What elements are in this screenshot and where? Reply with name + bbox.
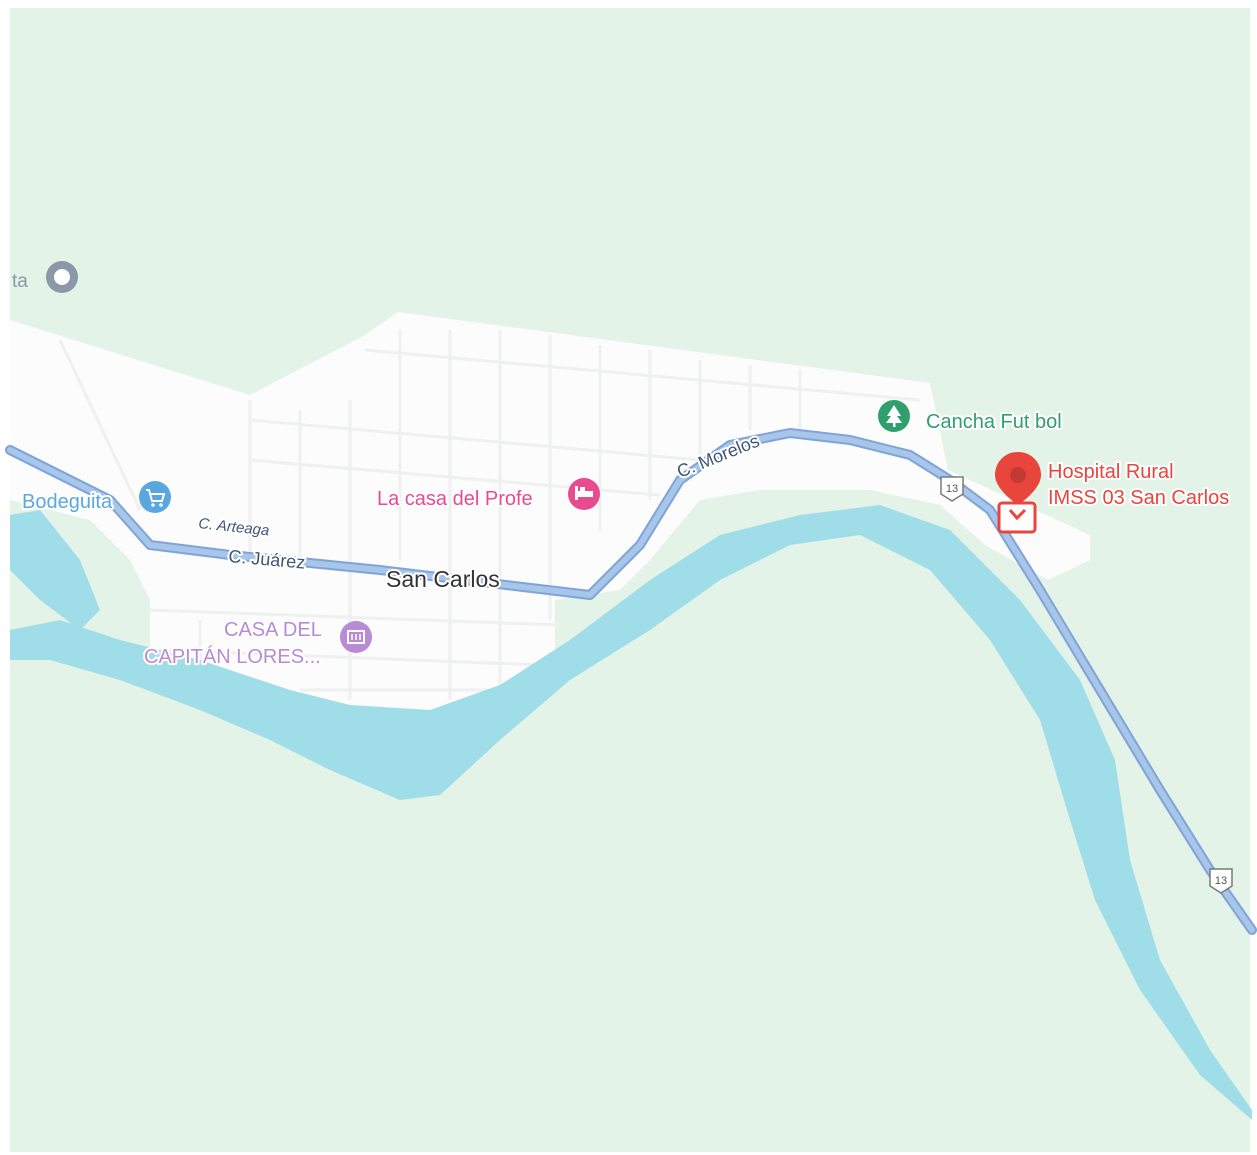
shield-icon: [940, 476, 964, 502]
location-pin-icon: [995, 452, 1041, 505]
route-shield: 13: [1209, 868, 1233, 894]
bodeguita-label: Bodeguita: [22, 491, 113, 513]
hospital-icon: [997, 501, 1037, 534]
casa-del-capitan-label-line1: CASA DEL: [224, 619, 322, 641]
hospital-label-line2: IMSS 03 San Carlos: [1048, 487, 1229, 509]
side-channel: [10, 510, 100, 630]
shield-icon: [1209, 868, 1233, 894]
tree-icon: [878, 400, 910, 432]
casa-del-capitan-label-line2: CAPITÁN LORES...: [144, 645, 321, 668]
poi-la-casa-del-profe[interactable]: La casa del Profe: [375, 478, 600, 512]
museum-icon: [340, 621, 372, 653]
poi-partial-place[interactable]: ta: [12, 261, 78, 293]
street-grid: [58, 330, 921, 700]
highway-13: [5, 428, 1257, 935]
river: [10, 505, 1252, 1120]
town-label[interactable]: San Carlos: [384, 564, 502, 594]
route-shield: 13: [940, 476, 964, 502]
la-casa-del-profe-label: La casa del Profe: [377, 488, 533, 510]
hospital-label-line1: Hospital Rural: [1048, 461, 1174, 483]
route-shield-label: 13: [946, 483, 958, 495]
poi-bodeguita[interactable]: Bodeguita: [20, 481, 171, 515]
poi-casa-del-capitan-lores[interactable]: CASA DEL CAPITÁN LORES...: [142, 617, 372, 670]
cancha-label: Cancha Fut bol: [926, 411, 1062, 433]
shopping-cart-icon: [139, 481, 171, 513]
bed-icon: [568, 478, 600, 510]
highway-fill: [7, 430, 1255, 933]
circle-place-icon: [46, 261, 78, 293]
poi-hospital[interactable]: Hospital Rural IMSS 03 San Carlos: [995, 452, 1231, 534]
poi-cancha-fut-bol[interactable]: Cancha Fut bol: [878, 400, 1064, 435]
partial-place-label: ta: [12, 271, 28, 292]
main-river: [10, 505, 1252, 1120]
route-shield-label: 13: [1215, 875, 1227, 887]
